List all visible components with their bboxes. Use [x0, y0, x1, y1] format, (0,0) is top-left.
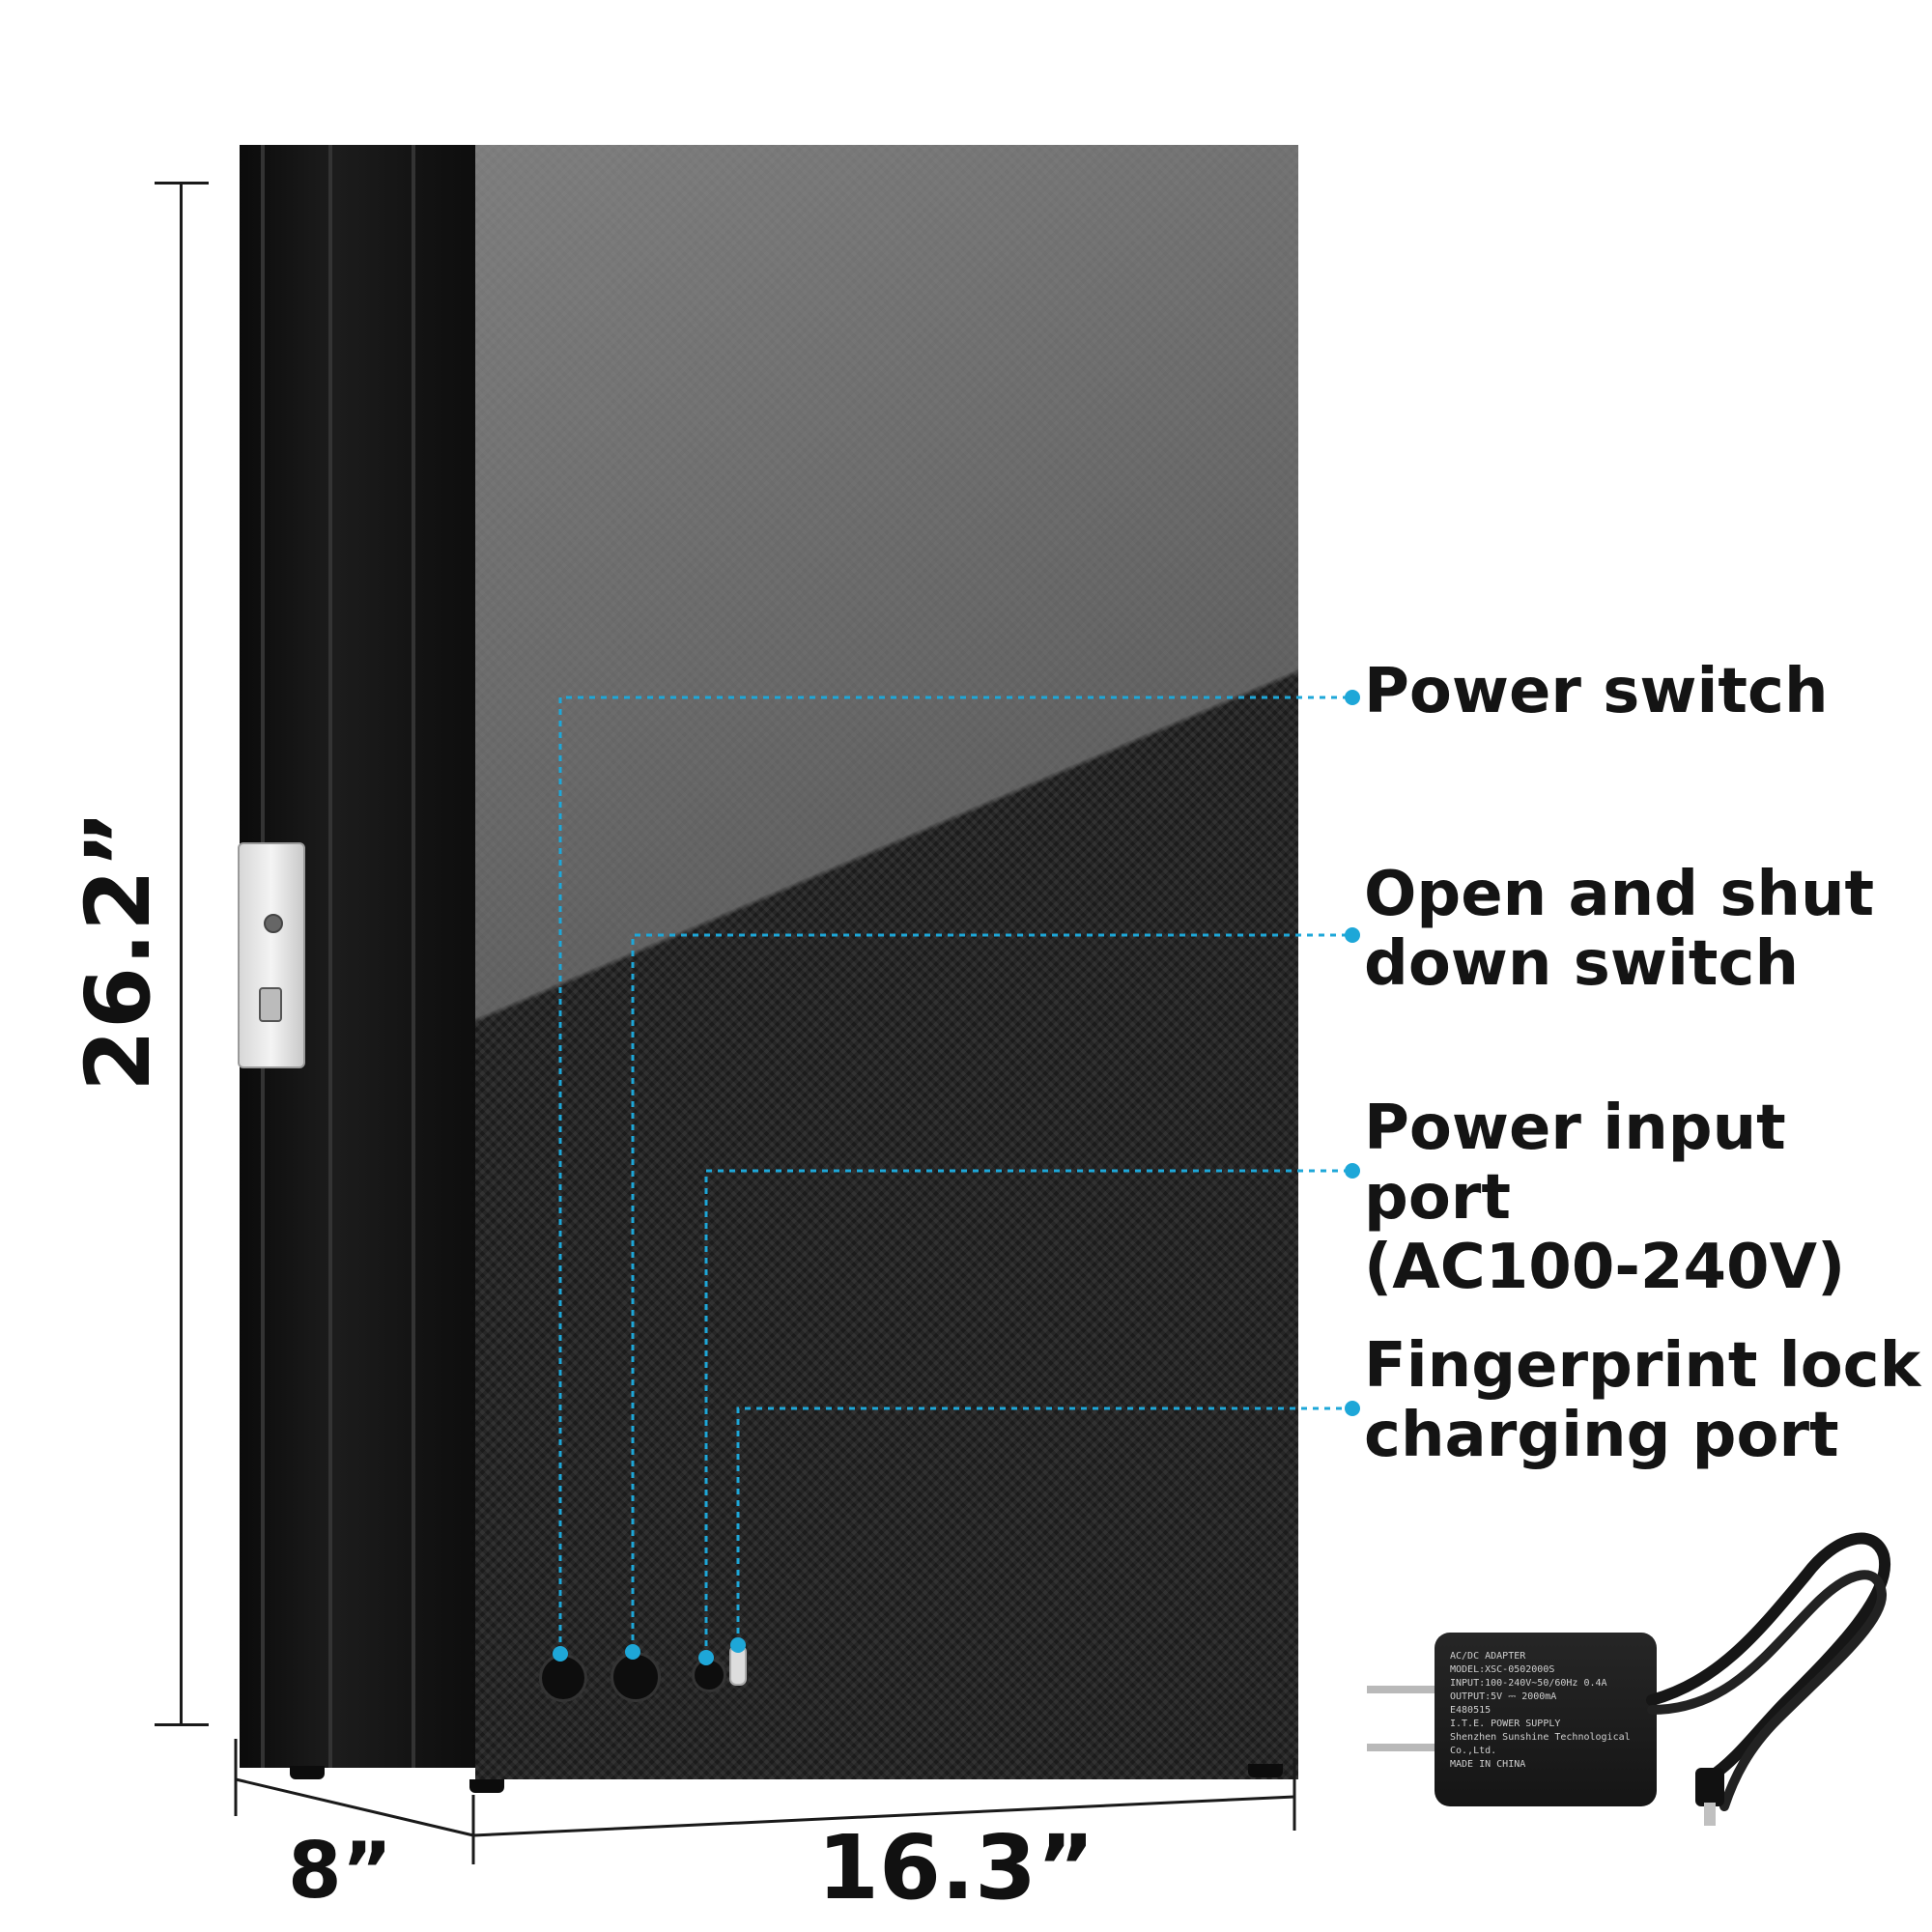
- callout-line-open-shut-switch: [631, 933, 1350, 1652]
- callout-fingerprint-charging-port: Fingerprint lock charging port: [1364, 1330, 1921, 1471]
- callout-power-switch: Power switch: [1364, 656, 1829, 727]
- height-dimension-cap-bottom: [155, 1723, 209, 1726]
- callout-line-charging-port: [736, 1406, 1350, 1645]
- callout-anchor-dot: [698, 1650, 714, 1665]
- depth-dimension-line: [235, 1777, 474, 1837]
- callout-anchor-dot: [730, 1637, 746, 1653]
- cabinet-foot: [1248, 1764, 1283, 1777]
- height-dimension-line: [180, 182, 183, 1725]
- adapter-cable: [1646, 1532, 1891, 1826]
- cabinet-foot: [290, 1766, 325, 1779]
- callout-anchor-dot: [625, 1644, 640, 1660]
- adapter-label-text: AC/DC ADAPTER MODEL:XSC-0502000S INPUT:1…: [1450, 1651, 1631, 1770]
- ac-dc-adapter: AC/DC ADAPTER MODEL:XSC-0502000S INPUT:1…: [1435, 1633, 1657, 1806]
- lock-key-icon[interactable]: [264, 914, 283, 933]
- dc-plug: [1695, 1768, 1724, 1806]
- width-dimension-label: 16.3”: [817, 1816, 1095, 1919]
- depth-dimension-label: 8”: [288, 1826, 393, 1916]
- adapter-prong: [1367, 1686, 1436, 1693]
- callout-power-input-port: Power input port (AC100-240V): [1364, 1093, 1846, 1303]
- power-input-port[interactable]: [692, 1658, 726, 1692]
- callout-line-power-switch: [558, 696, 1350, 1654]
- fingerprint-lock-plate[interactable]: [238, 842, 305, 1068]
- adapter-prong: [1367, 1744, 1436, 1751]
- callout-line-power-input: [704, 1169, 1350, 1658]
- side-seam: [328, 145, 332, 1768]
- cabinet-foot: [469, 1779, 504, 1793]
- callout-anchor-dot: [553, 1646, 568, 1662]
- callout-end-dot: [1345, 1163, 1360, 1179]
- side-seam: [412, 145, 415, 1768]
- callout-end-dot: [1345, 1401, 1360, 1416]
- height-dimension-cap-top: [155, 182, 209, 185]
- fingerprint-icon[interactable]: [259, 987, 282, 1022]
- power-switch[interactable]: [539, 1654, 587, 1702]
- callout-open-shut-switch: Open and shut down switch: [1364, 859, 1875, 1000]
- dc-plug-tip: [1704, 1803, 1716, 1826]
- open-shut-switch[interactable]: [611, 1652, 661, 1702]
- cabinet-gloss-reflection: [475, 145, 1298, 1779]
- width-dimension-line: [472, 1795, 1295, 1837]
- callout-end-dot: [1345, 690, 1360, 705]
- callout-end-dot: [1345, 927, 1360, 943]
